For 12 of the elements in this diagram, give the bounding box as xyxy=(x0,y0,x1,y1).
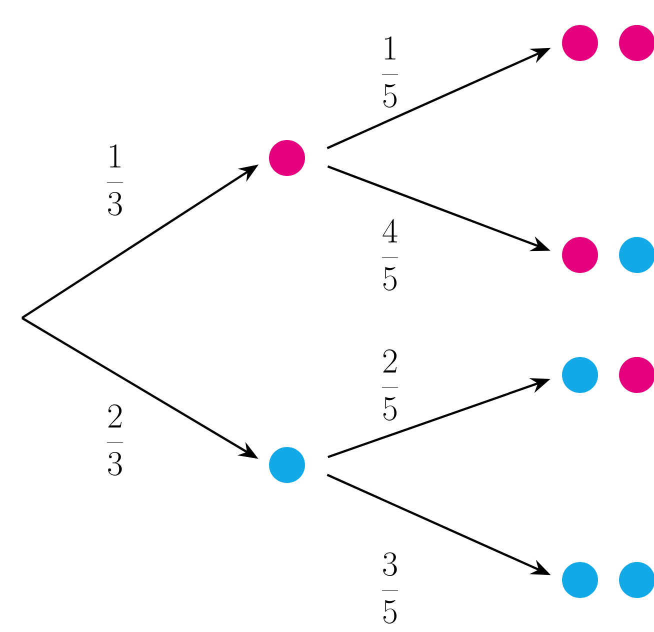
edge-label: $\frac{1}{5}$ xyxy=(378,35,402,108)
dot xyxy=(269,447,305,483)
edge-label: $\frac{2}{3}$ xyxy=(104,404,126,476)
dot-pair xyxy=(562,24,654,61)
edge-label: $\frac{3}{5}$ xyxy=(378,552,402,624)
dot-pair xyxy=(562,562,654,598)
edge-label: $\frac{2}{5}$ xyxy=(378,348,402,422)
dot-pair xyxy=(562,237,654,273)
dot xyxy=(269,140,305,176)
edge-label: $\frac{1}{3}$ xyxy=(104,143,126,216)
edge-label: $\frac{4}{5}$ xyxy=(378,218,402,292)
dot-pair xyxy=(562,357,654,393)
